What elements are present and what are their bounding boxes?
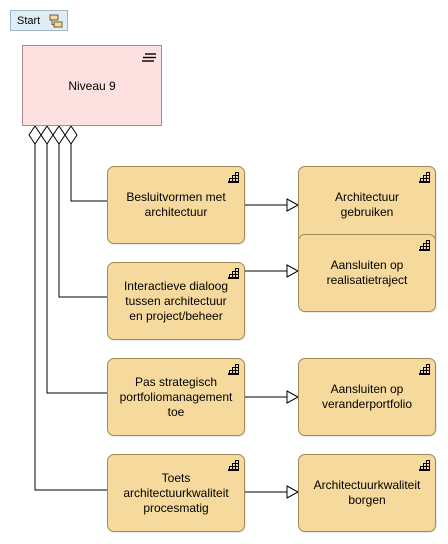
target-node-label: Architectuurkwaliteit borgen: [313, 478, 421, 507]
target-node-label: Aansluiten op veranderportfolio: [321, 382, 413, 411]
target-node-label: Aansluiten op realisatietraject: [326, 258, 408, 287]
source-node-label: Interactieve dialoog tussen architectuur…: [123, 278, 229, 323]
flow-arrowhead-4: [286, 485, 300, 499]
staircase-icon: [419, 240, 430, 251]
flow-arrowhead-1: [286, 198, 300, 212]
flow-arrowhead-2: [286, 264, 300, 278]
aggregation-diamond-3: [52, 125, 66, 145]
niveau-box[interactable]: Niveau 9: [22, 45, 162, 126]
source-node-3[interactable]: Pas strategisch portfoliomanagement toe: [107, 358, 245, 436]
aggregation-line-3: [46, 144, 107, 394]
staircase-icon: [228, 364, 239, 375]
aggregation-line-2: [58, 144, 107, 298]
target-node-1[interactable]: Architectuur gebruiken: [298, 166, 436, 244]
staircase-icon: [228, 460, 239, 471]
source-node-2[interactable]: Interactieve dialoog tussen architectuur…: [107, 262, 245, 340]
hamburger-menu-icon: [142, 53, 156, 62]
target-node-3[interactable]: Aansluiten op veranderportfolio: [298, 358, 436, 436]
source-node-4[interactable]: Toets architectuurkwaliteit procesmatig: [107, 454, 245, 532]
niveau-label: Niveau 9: [68, 78, 116, 93]
staircase-icon: [419, 172, 430, 183]
aggregation-line-1: [70, 144, 107, 202]
start-button[interactable]: Start: [10, 10, 68, 31]
source-node-label: Pas strategisch portfoliomanagement toe: [119, 374, 233, 419]
target-node-4[interactable]: Architectuurkwaliteit borgen: [298, 454, 436, 532]
aggregation-diamond-4: [64, 125, 78, 145]
target-node-2[interactable]: Aansluiten op realisatietraject: [298, 234, 436, 312]
start-button-label: Start: [17, 14, 41, 27]
source-node-label: Toets architectuurkwaliteit procesmatig: [123, 470, 229, 515]
aggregation-diamond-2: [40, 125, 54, 145]
aggregation-diamond-1: [28, 125, 42, 145]
process-tree-icon: [49, 14, 63, 27]
staircase-icon: [228, 172, 239, 183]
staircase-icon: [419, 460, 430, 471]
aggregation-line-4: [34, 144, 107, 491]
staircase-icon: [228, 268, 239, 279]
staircase-icon: [419, 364, 430, 375]
source-node-label: Besluitvormen met architectuur: [126, 190, 226, 219]
target-node-label: Architectuur gebruiken: [334, 190, 400, 219]
source-node-1[interactable]: Besluitvormen met architectuur: [107, 166, 245, 244]
flow-arrowhead-3: [286, 390, 300, 404]
